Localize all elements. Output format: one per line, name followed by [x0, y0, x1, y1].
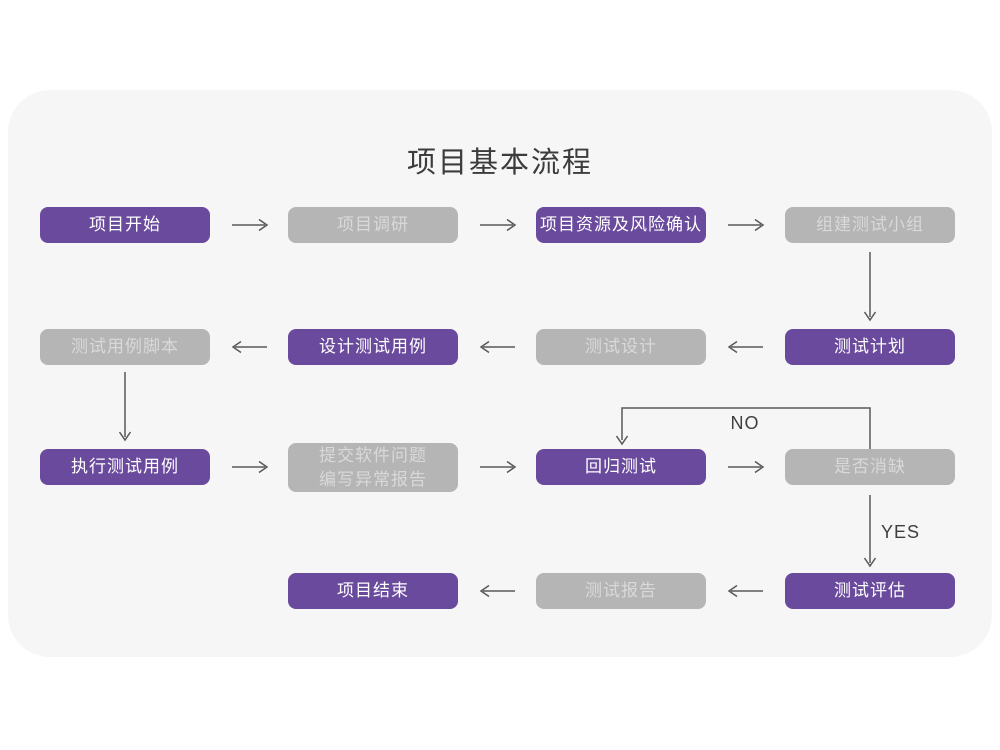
- flow-node-test-design: 测试设计: [536, 329, 706, 365]
- flow-node-test-report: 测试报告: [536, 573, 706, 609]
- flow-node-defect-cleared: 是否消缺: [785, 449, 955, 485]
- flow-node-execute-test-cases: 执行测试用例: [40, 449, 210, 485]
- flow-node-test-plan: 测试计划: [785, 329, 955, 365]
- flow-node-test-case-script: 测试用例脚本: [40, 329, 210, 365]
- flow-node-submit-issue-report: 提交软件问题 编写异常报告: [288, 443, 458, 492]
- flow-node-project-end: 项目结束: [288, 573, 458, 609]
- yes-branch-label: YES: [881, 522, 921, 542]
- flow-node-form-test-team: 组建测试小组: [785, 207, 955, 243]
- flow-node-project-start: 项目开始: [40, 207, 210, 243]
- flow-node-project-research: 项目调研: [288, 207, 458, 243]
- flow-node-project-resources-risk: 项目资源及风险确认: [536, 207, 706, 243]
- flow-node-regression-test: 回归测试: [536, 449, 706, 485]
- diagram-title: 项目基本流程: [406, 147, 593, 179]
- flow-node-design-test-cases: 设计测试用例: [288, 329, 458, 365]
- flow-node-test-evaluation: 测试评估: [785, 573, 955, 609]
- flowchart-card: [8, 90, 992, 657]
- no-branch-label: NO: [730, 413, 760, 433]
